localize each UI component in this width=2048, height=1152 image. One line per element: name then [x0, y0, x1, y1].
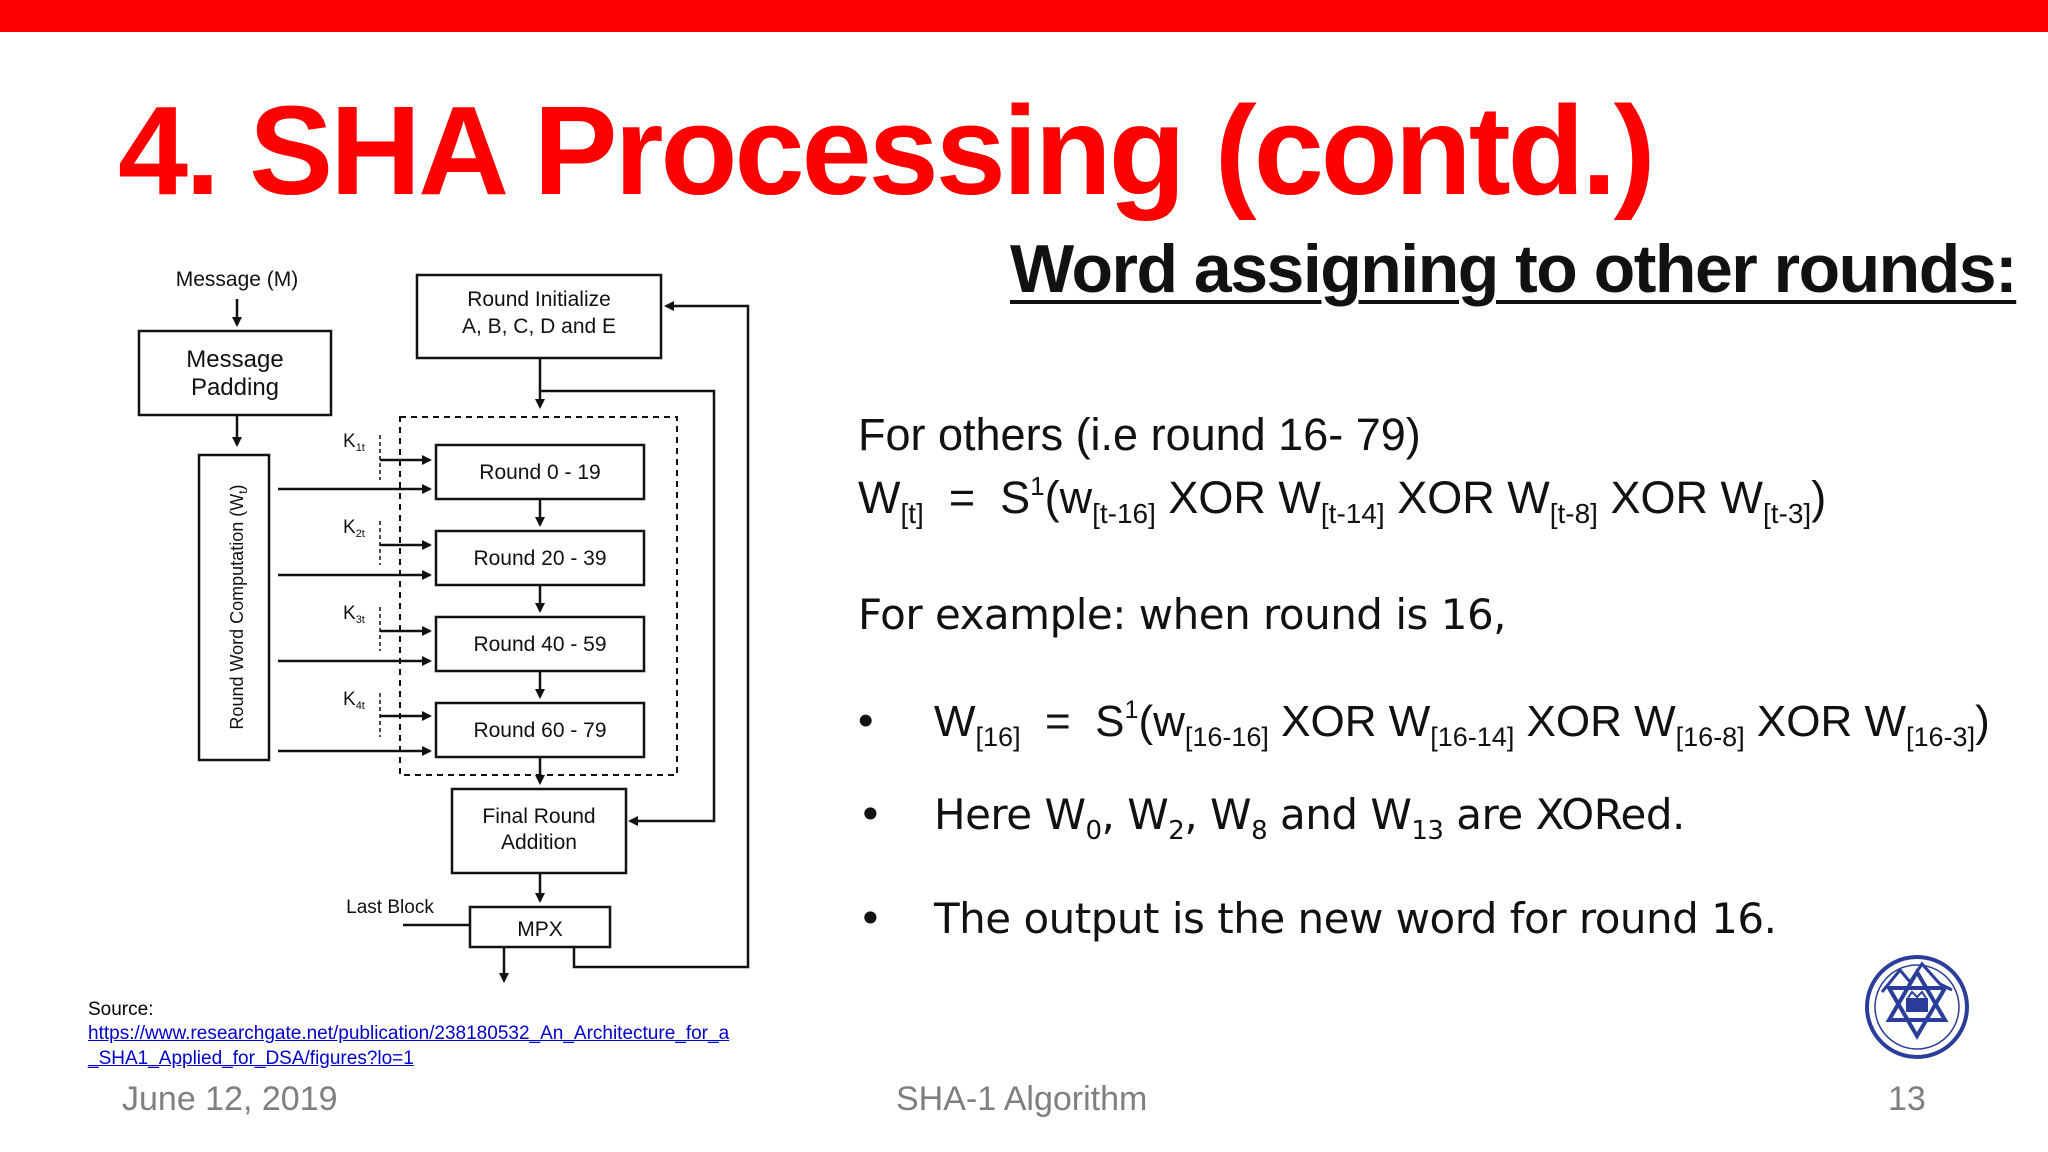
- last-block-label: Last Block: [346, 897, 434, 918]
- footer-title: SHA-1 Algorithm: [896, 1080, 1148, 1118]
- mpx-label: MPX: [517, 918, 563, 941]
- footer-date: June 12, 2019: [122, 1080, 338, 1118]
- round-label-1: Round 0 - 19: [479, 461, 600, 484]
- source-label: Source:: [88, 999, 154, 1020]
- bullet-dot: •: [858, 894, 883, 943]
- formula-block: For others (i.e round 16- 79) W[t] = S1(…: [858, 410, 1826, 541]
- padding-label-1: Message: [186, 346, 283, 373]
- round-label-2: Round 20 - 39: [473, 547, 606, 570]
- footer-page-number: 13: [1888, 1080, 1926, 1118]
- source-link-line-2[interactable]: _SHA1_Applied_for_DSA/figures?lo=1: [88, 1047, 414, 1069]
- top-accent-bar: [0, 0, 2048, 32]
- final-round-label-2: Addition: [501, 831, 577, 854]
- bullet-dot: •: [858, 790, 883, 839]
- message-padding-box: [137, 329, 333, 417]
- round-label-4: Round 60 - 79: [473, 719, 606, 742]
- bullet-dot: •: [858, 696, 874, 745]
- bullet-output-text: The output is the new word for round 16.: [934, 894, 1777, 943]
- source-link-line-1[interactable]: https://www.researchgate.net/publication…: [88, 1023, 730, 1045]
- padding-label-2: Padding: [191, 374, 279, 401]
- message-label: Message (M): [176, 268, 299, 291]
- round-label-3: Round 40 - 59: [473, 633, 606, 656]
- example-text: For example: when round is 16,: [858, 590, 1507, 639]
- bullet-xored-text: Here W0, W2, W8 and W13 are XORed.: [934, 790, 1685, 846]
- formula-intro: For others (i.e round 16- 79): [858, 409, 1421, 460]
- k1-label: K1t: [343, 431, 365, 454]
- word-computation-label: Round Word Computation (Wt): [227, 484, 250, 729]
- final-round-label-1: Final Round: [482, 805, 595, 828]
- slide-title: 4. SHA Processing (contd.): [118, 80, 1656, 221]
- k4-label: K4t: [343, 689, 365, 712]
- round-init-label-2: A, B, C, D and E: [462, 315, 616, 338]
- round-init-label-1: Round Initialize: [467, 288, 611, 311]
- college-emblem-icon: [1865, 955, 1969, 1059]
- k3-label: K3t: [343, 603, 365, 626]
- section-heading: Word assigning to other rounds:: [1010, 231, 2018, 307]
- source-citation: Source: https://www.researchgate.net/pub…: [88, 998, 729, 1071]
- word-computation-box: [197, 453, 271, 762]
- bullet-formula-text: W[16] = S1(w[16-16] XOR W[16-14] XOR W[1…: [934, 696, 1990, 752]
- k2-label: K2t: [343, 517, 365, 540]
- sha-flow-diagram: Message (M) Message Padding Round Initia…: [137, 268, 750, 983]
- mpx-box: [468, 905, 612, 949]
- formula-equation: W[t] = S1(w[t-16] XOR W[t-14] XOR W[t-8]…: [858, 470, 1827, 529]
